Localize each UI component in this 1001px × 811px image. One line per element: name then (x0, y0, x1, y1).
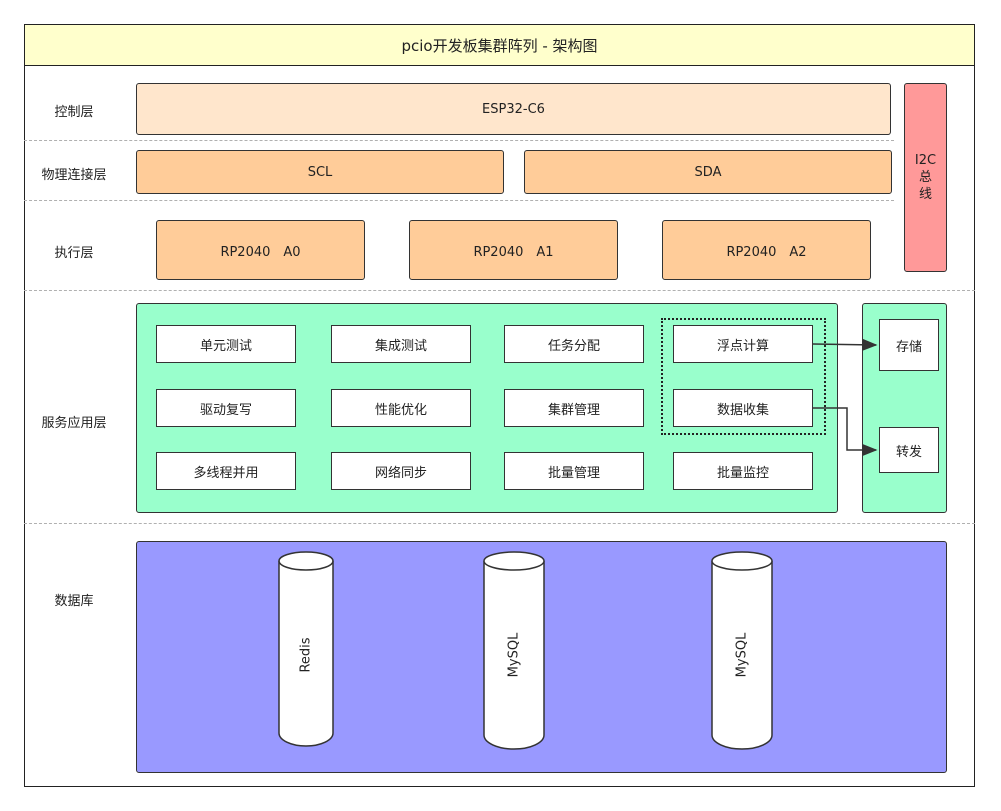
layer-label-control: 控制层 (54, 104, 94, 120)
layer-label-execution: 执行层 (54, 245, 94, 261)
service-float-compute: 浮点计算 (673, 325, 813, 363)
i2c-bus: I2C 总 线 (904, 83, 947, 272)
arrow-compute-to-storage (812, 338, 878, 351)
execution-box-a1: RP2040 A1 (409, 220, 618, 280)
service-multithread: 多线程并用 (156, 452, 296, 490)
layer-label-physical: 物理连接层 (41, 167, 107, 183)
control-box-esp32: ESP32-C6 (136, 83, 891, 135)
separator-execution (24, 290, 975, 291)
database-mysql-1-container: MySQL (484, 570, 544, 740)
i2c-bus-label-3: 线 (918, 187, 932, 202)
database-mysql-2-label: MySQL (734, 632, 750, 678)
service-cluster-manage: 集群管理 (504, 389, 644, 427)
i2c-bus-label-2: 总 (918, 170, 932, 185)
execution-box-a2: RP2040 A2 (662, 220, 871, 280)
service-unit-test: 单元测试 (156, 325, 296, 363)
layer-label-service: 服务应用层 (41, 415, 107, 431)
database-redis-label: Redis (298, 637, 314, 673)
service-performance: 性能优化 (331, 389, 471, 427)
separator-control (24, 140, 894, 141)
database-redis (278, 551, 334, 747)
output-forward: 转发 (879, 427, 939, 473)
database-mysql-2-container: MySQL (712, 570, 772, 740)
service-data-collect: 数据收集 (673, 389, 813, 427)
database-mysql-1 (483, 551, 545, 750)
diagram-title: pcio开发板集群阵列 - 架构图 (24, 24, 975, 66)
database-redis-container: Redis (279, 570, 333, 740)
execution-box-a0: RP2040 A0 (156, 220, 365, 280)
database-mysql-1-label: MySQL (506, 632, 522, 678)
service-batch-manage: 批量管理 (504, 452, 644, 490)
physical-box-scl: SCL (136, 150, 504, 194)
service-driver-rewrite: 驱动复写 (156, 389, 296, 427)
service-batch-monitor: 批量监控 (673, 452, 813, 490)
layer-label-database: 数据库 (54, 593, 94, 609)
arrow-collect-to-forward (813, 407, 878, 456)
output-storage: 存储 (879, 319, 939, 371)
separator-physical (24, 200, 894, 201)
compute-group (661, 318, 826, 435)
database-mysql-2 (711, 551, 773, 750)
i2c-bus-label-1: I2C (914, 153, 937, 168)
physical-box-sda: SDA (524, 150, 892, 194)
service-integration-test: 集成测试 (331, 325, 471, 363)
service-network-sync: 网络同步 (331, 452, 471, 490)
service-task-dispatch: 任务分配 (504, 325, 644, 363)
separator-service (24, 523, 975, 524)
